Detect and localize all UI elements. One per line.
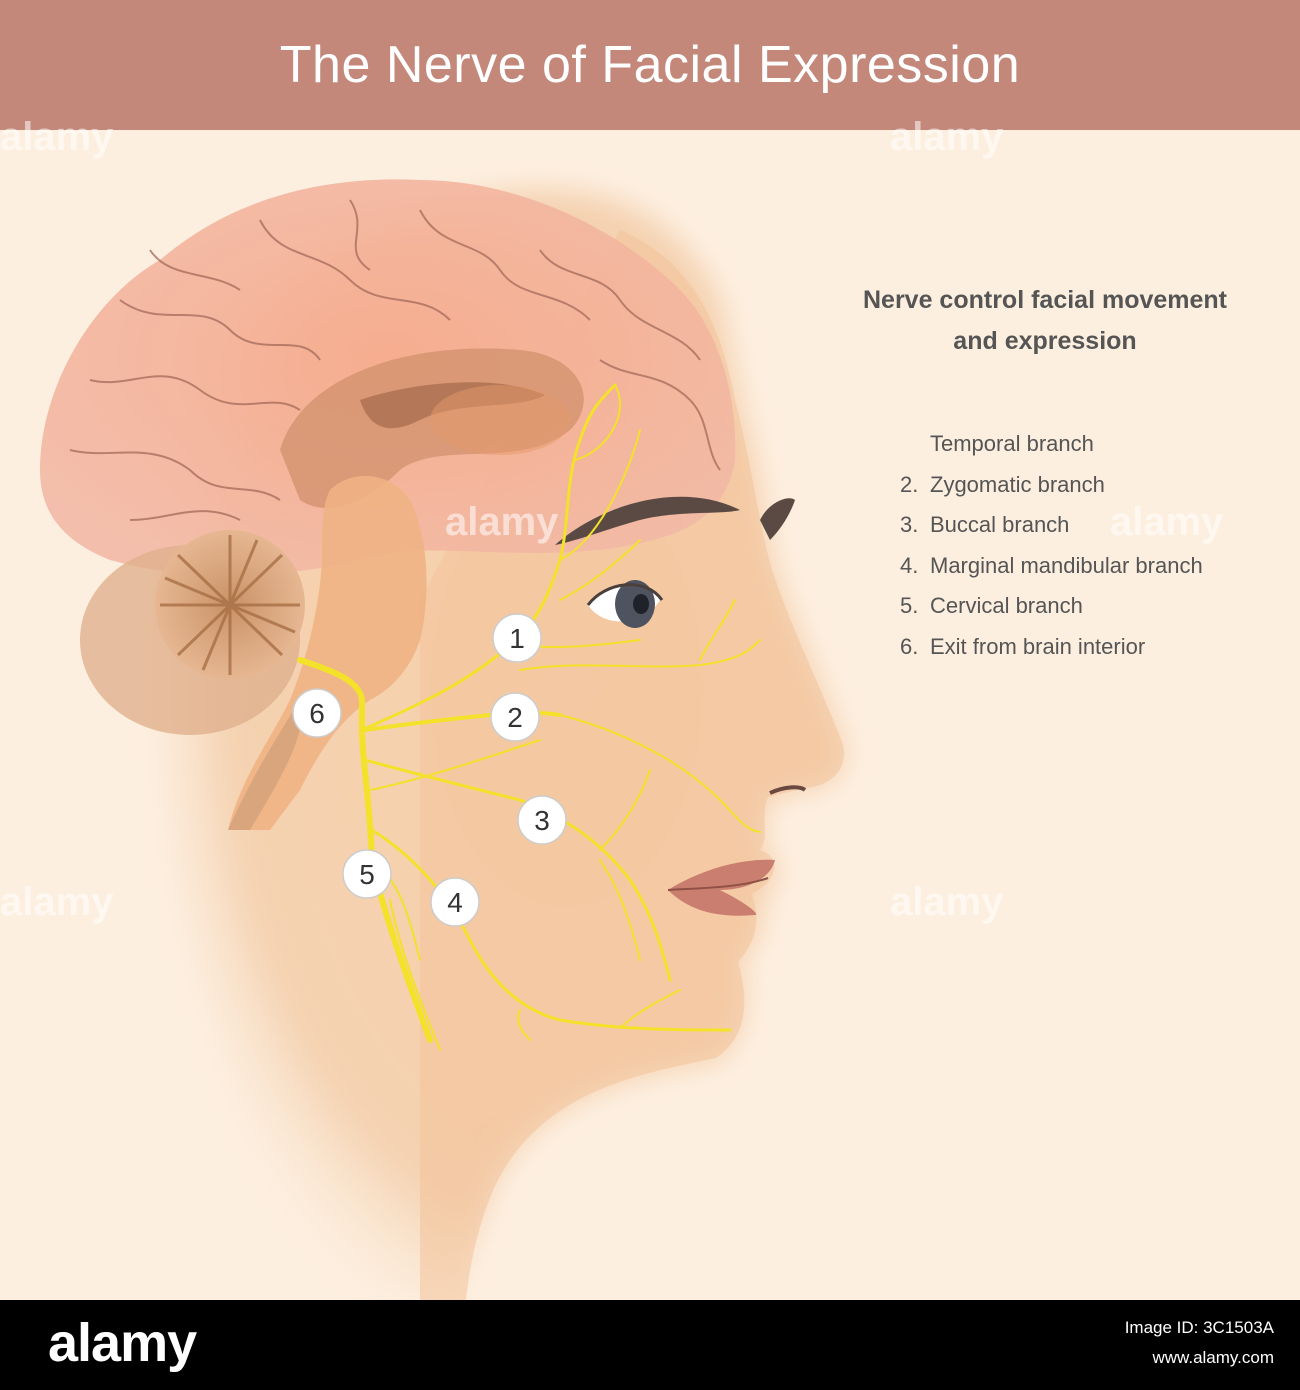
legend-number: 4. xyxy=(900,552,919,578)
marker-3-label: 3 xyxy=(534,805,550,836)
brainstem xyxy=(228,476,427,830)
marker-2-label: 2 xyxy=(507,702,523,733)
face-features xyxy=(555,496,807,916)
legend-item: 3. Buccal branch xyxy=(900,505,1203,546)
watermark: alamy xyxy=(890,880,1004,924)
cerebellum xyxy=(80,530,305,735)
legend-label: Marginal mandibular branch xyxy=(930,552,1203,578)
subtitle-line-1: Nerve control facial movement xyxy=(862,286,1227,314)
watermark: alamy xyxy=(1110,500,1224,544)
legend-label: Cervical branch xyxy=(930,593,1083,618)
legend-item: 4. Marginal mandibular branch xyxy=(900,546,1203,587)
subtitle-line-2: and expression xyxy=(953,327,1137,355)
legend-label: Exit from brain interior xyxy=(930,633,1146,659)
watermark: alamy xyxy=(445,500,559,544)
legend-item: 6. Exit from brain interior xyxy=(900,627,1203,668)
facial-nerve xyxy=(297,383,761,1051)
legend-label: Buccal branch xyxy=(930,512,1070,537)
legend-number: 2. xyxy=(900,471,919,497)
title-bar: The Nerve of Facial Expression xyxy=(0,0,1300,130)
branch-legend: Temporal branch 2. Zygomatic branch 3. Buc… xyxy=(900,424,1203,667)
legend-item: 5. Cervical branch xyxy=(900,586,1203,627)
marker-4: 4 xyxy=(430,877,480,927)
legend-item: 2. Zygomatic branch xyxy=(900,465,1203,506)
site-url: www.alamy.com xyxy=(1152,1348,1274,1367)
marker-6: 6 xyxy=(292,688,342,738)
marker-2: 2 xyxy=(490,692,540,742)
marker-6-label: 6 xyxy=(309,698,325,729)
watermark: alamy xyxy=(0,880,114,924)
marker-5: 5 xyxy=(342,849,392,899)
marker-1-label: 1 xyxy=(509,623,525,654)
marker-3: 3 xyxy=(517,795,567,845)
legend-label: Zygomatic branch xyxy=(930,471,1105,497)
marker-4-label: 4 xyxy=(447,887,463,918)
brain xyxy=(40,179,736,575)
diagram-subtitle: Nerve control facial movement and expres… xyxy=(800,280,1290,362)
legend-number: 6. xyxy=(900,633,919,659)
marker-1: 1 xyxy=(492,613,542,663)
legend-item: Temporal branch xyxy=(900,424,1203,465)
image-id: Image ID: 3C1503A xyxy=(1124,1318,1274,1337)
legend-label: Temporal branch xyxy=(930,431,1094,456)
legend-number: 5. xyxy=(900,593,919,618)
facial-nerve-diagram: 1 2 3 4 5 6 xyxy=(40,179,845,1300)
legend-number: 3. xyxy=(900,512,919,537)
image-meta: Image ID: 3C1503A www.alamy.com xyxy=(1125,1318,1274,1368)
footer-bar: alamy Image ID: 3C1503A www.alamy.com xyxy=(0,1300,1300,1390)
watermark: alamy xyxy=(0,115,114,159)
marker-5-label: 5 xyxy=(359,859,375,890)
page-title: The Nerve of Facial Expression xyxy=(279,36,1021,94)
brand-logo: alamy xyxy=(48,1313,197,1373)
watermark: alamy xyxy=(890,115,1004,159)
